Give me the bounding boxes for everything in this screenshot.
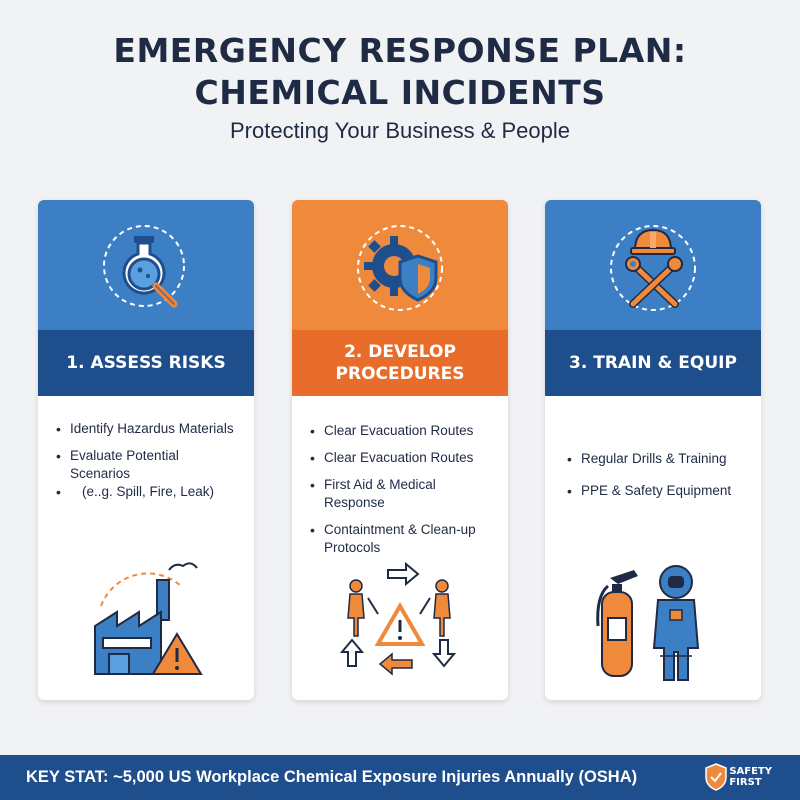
card-1-list: Identify Hazardus Materials Evaluate Pot… [38,420,254,501]
shield-icon [705,763,728,791]
card-develop-procedures: 2. DEVELOP PROCEDURES Clear Evacuation R… [292,200,508,700]
card-3-header [545,200,761,330]
list-item: (e..g. Spill, Fire, Leak) [56,483,240,501]
flask-magnifier-icon [103,225,185,308]
card-2-header [292,200,508,330]
list-item: Identify Hazardus Materials [56,420,240,438]
card-assess-risks: 1. ASSESS RISKS Identify Hazardus Materi… [38,200,254,700]
list-item: Containtment & Clean-up Protocols [310,521,494,557]
key-stat-text: KEY STAT: ~5,000 US Workplace Chemical E… [26,768,638,786]
hardhat-tools-icon [610,225,696,311]
list-item: First Aid & Medical Response [310,476,494,512]
card-3-heading: 3. TRAIN & EQUIP [545,330,761,396]
list-item: Clear Evacuation Routes [310,449,494,467]
list-item: Clear Evacuation Routes [310,422,494,440]
extinguisher-hazmat-icon [596,565,700,681]
evacuation-flow-icon [339,561,457,676]
page-title: EMERGENCY RESPONSE PLAN: CHEMICAL INCIDE… [0,30,800,114]
card-2-list: Clear Evacuation Routes Clear Evacuation… [292,422,508,557]
card-1-heading: 1. ASSESS RISKS [38,330,254,396]
factory-warning-icon [94,562,203,675]
safety-first-logo: SAFETY FIRST [705,763,772,791]
page-subtitle: Protecting Your Business & People [229,118,570,143]
list-item: Regular Drills & Training [567,450,747,468]
card-2-heading: 2. DEVELOP PROCEDURES [292,330,508,396]
card-1-header [38,200,254,330]
gear-shield-icon [357,225,443,311]
card-train-equip: 3. TRAIN & EQUIP Regular Drills & Traini… [545,200,761,700]
title-line-2: CHEMICAL INCIDENTS [194,73,606,112]
list-item: PPE & Safety Equipment [567,482,747,500]
key-stat-footer: KEY STAT: ~5,000 US Workplace Chemical E… [0,755,800,800]
title-line-1: EMERGENCY RESPONSE PLAN: [113,31,687,70]
list-item: Evaluate Potential Scenarios [56,447,240,483]
card-3-list: Regular Drills & Training PPE & Safety E… [545,450,761,500]
